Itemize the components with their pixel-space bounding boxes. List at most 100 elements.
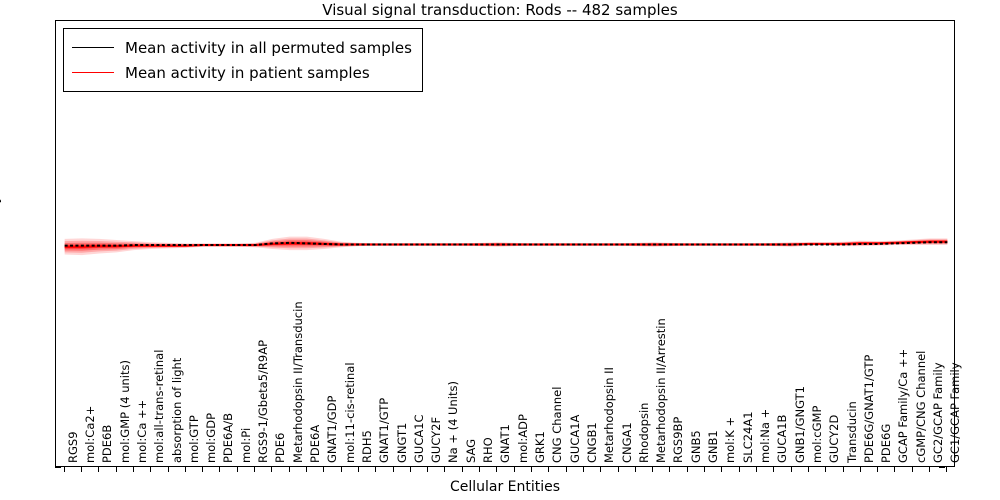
x-tick-mark bbox=[669, 467, 671, 472]
x-tick-label: PDE6G bbox=[879, 423, 894, 463]
x-tick-mark bbox=[565, 467, 567, 472]
legend-item: Mean activity in patient samples bbox=[72, 60, 412, 85]
x-tick-label: cGMP/CNG Channel bbox=[913, 350, 928, 463]
x-tick-label: CNG Channel bbox=[550, 386, 565, 463]
x-tick-mark bbox=[340, 467, 342, 472]
x-tick-label: GC1/GCAP Family bbox=[948, 362, 963, 463]
x-tick-mark bbox=[409, 467, 411, 472]
y-axis-label: Inferred Activity bbox=[0, 195, 2, 307]
x-tick-label: mol:K + bbox=[723, 416, 738, 463]
x-tick-label: GUCA1A bbox=[567, 414, 582, 463]
x-tick-label: RGS9 bbox=[65, 431, 80, 463]
x-tick-mark bbox=[634, 467, 636, 472]
x-tick-mark bbox=[686, 467, 688, 472]
series-layer bbox=[56, 21, 954, 466]
x-tick-label: RGS9BP bbox=[671, 416, 686, 463]
x-tick-label: PDE6A/B bbox=[221, 412, 236, 463]
x-tick-mark bbox=[288, 467, 290, 472]
x-tick-mark bbox=[755, 467, 757, 472]
x-tick-mark bbox=[479, 467, 481, 472]
x-tick-label: GNB1 bbox=[706, 430, 721, 463]
x-tick-label: GNAT1/GTP bbox=[377, 397, 392, 463]
x-tick-label: mol:all-trans-retinal bbox=[152, 349, 167, 463]
x-tick-label: absorption of light bbox=[169, 357, 184, 463]
x-tick-mark bbox=[496, 467, 498, 472]
x-tick-label: GNGT1 bbox=[394, 422, 409, 463]
x-tick-mark bbox=[98, 467, 100, 472]
x-tick-mark bbox=[548, 467, 550, 472]
x-tick-mark bbox=[427, 467, 429, 472]
x-tick-mark bbox=[842, 467, 844, 472]
x-tick-label: mol:Ca2+ bbox=[82, 405, 97, 463]
x-tick-mark bbox=[375, 467, 377, 472]
x-tick-mark bbox=[807, 467, 809, 472]
x-tick-label: GNB5 bbox=[688, 430, 703, 463]
permuted-mean-line bbox=[64, 241, 948, 247]
x-tick-label: SLC24A1 bbox=[740, 411, 755, 463]
x-tick-mark bbox=[929, 467, 931, 472]
x-tick-mark bbox=[738, 467, 740, 472]
x-tick-mark bbox=[617, 467, 619, 472]
x-tick-label: RDH5 bbox=[359, 430, 374, 463]
x-tick-mark bbox=[150, 467, 152, 472]
chart-title: Visual signal transduction: Rods -- 482 … bbox=[322, 1, 678, 19]
x-tick-mark bbox=[167, 467, 169, 472]
x-tick-label: GC2/GCAP Family bbox=[931, 362, 946, 463]
plot-area bbox=[55, 20, 955, 467]
x-tick-label: mol:cGMP bbox=[809, 405, 824, 463]
plot-clip bbox=[56, 21, 954, 466]
legend-line-swatch bbox=[72, 72, 114, 73]
legend-label: Mean activity in patient samples bbox=[125, 63, 370, 82]
x-tick-label: GCAP Family/Ca ++ bbox=[896, 348, 911, 463]
x-tick-mark bbox=[80, 467, 82, 472]
x-tick-label: CNGB1 bbox=[584, 422, 599, 463]
x-tick-label: Metarhodopsin II bbox=[602, 367, 617, 463]
x-tick-label: PDE6 bbox=[273, 432, 288, 463]
x-tick-mark bbox=[530, 467, 532, 472]
x-tick-label: mol:GTP bbox=[186, 415, 201, 463]
x-tick-label: Metarhodopsin II/Arrestin bbox=[654, 318, 669, 463]
x-tick-label: Metarhodopsin II/Transducin bbox=[290, 301, 305, 463]
x-tick-label: PDE6G/GNAT1/GTP bbox=[861, 354, 876, 463]
patient-confidence-band bbox=[64, 236, 948, 256]
x-tick-label: PDE6B bbox=[100, 424, 115, 463]
x-tick-mark bbox=[323, 467, 325, 472]
x-tick-mark bbox=[859, 467, 861, 472]
patient-confidence-band bbox=[64, 238, 948, 253]
x-tick-label: GUCY2D bbox=[827, 414, 842, 463]
x-tick-mark bbox=[721, 467, 723, 472]
legend-line-swatch bbox=[72, 47, 114, 48]
x-tick-label: mol:11-cis-retinal bbox=[342, 362, 357, 463]
x-tick-mark bbox=[132, 467, 134, 472]
x-tick-label: mol:Pi bbox=[238, 427, 253, 463]
x-tick-mark bbox=[946, 467, 948, 472]
x-tick-mark bbox=[236, 467, 238, 472]
x-tick-mark bbox=[444, 467, 446, 472]
x-tick-label: Rhodopsin bbox=[636, 402, 651, 463]
legend-label: Mean activity in all permuted samples bbox=[125, 38, 412, 57]
x-tick-label: SAG bbox=[463, 438, 478, 463]
x-tick-mark bbox=[513, 467, 515, 472]
x-tick-mark bbox=[305, 467, 307, 472]
x-tick-label: RHO bbox=[481, 437, 496, 463]
x-tick-mark bbox=[790, 467, 792, 472]
x-tick-label: mol:ADP bbox=[515, 414, 530, 463]
x-tick-label: mol:GMP (4 units) bbox=[117, 360, 132, 463]
x-tick-mark bbox=[911, 467, 913, 472]
x-tick-label: mol:GDP bbox=[204, 412, 219, 463]
x-tick-label: CNGA1 bbox=[619, 422, 634, 463]
x-tick-mark bbox=[115, 467, 117, 472]
x-tick-label: Na + (4 Units) bbox=[446, 381, 461, 463]
x-tick-label: GUCY2F bbox=[429, 416, 444, 463]
x-tick-label: Transducin bbox=[844, 401, 859, 463]
x-axis-label: Cellular Entities bbox=[449, 479, 561, 495]
x-tick-mark bbox=[254, 467, 256, 472]
x-tick-label: GNAT1 bbox=[498, 424, 513, 463]
series-svg bbox=[64, 236, 948, 256]
x-tick-mark bbox=[652, 467, 654, 472]
y-tick-mark bbox=[939, 467, 945, 468]
x-tick-mark bbox=[271, 467, 273, 472]
x-tick-label: PDE6A bbox=[307, 424, 322, 463]
